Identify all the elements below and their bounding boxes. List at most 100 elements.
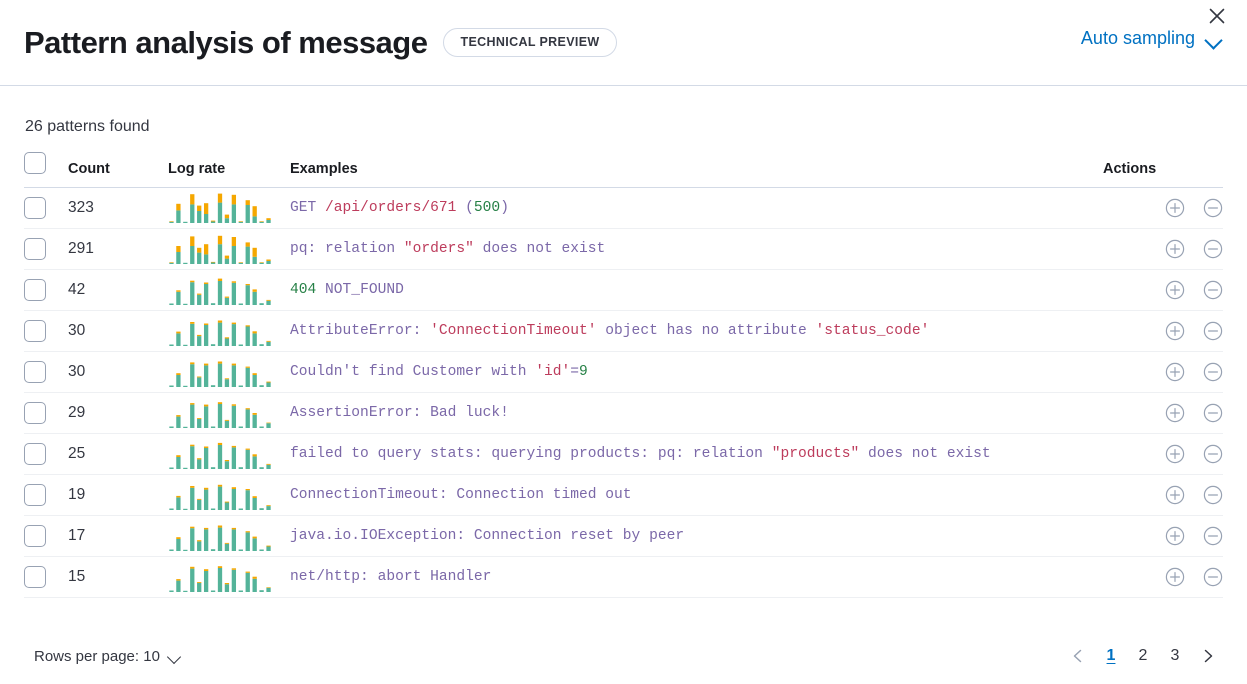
row-example: AssertionError: Bad luck!: [290, 392, 1103, 434]
row-actions: [1103, 515, 1223, 557]
column-header-count[interactable]: Count: [68, 152, 168, 188]
row-select-cell: [24, 228, 68, 270]
minus-in-circle-icon[interactable]: [1203, 280, 1223, 300]
row-example: pq: relation "orders" does not exist: [290, 228, 1103, 270]
plus-in-circle-icon[interactable]: [1165, 198, 1185, 218]
plus-in-circle-icon[interactable]: [1165, 403, 1185, 423]
table-row[interactable]: 17 java.io.IOException: Connection reset …: [24, 515, 1223, 557]
minus-in-circle-icon[interactable]: [1203, 485, 1223, 505]
row-example: java.io.IOException: Connection reset by…: [290, 515, 1103, 557]
plus-in-circle-icon[interactable]: [1165, 567, 1185, 587]
row-checkbox[interactable]: [24, 443, 46, 465]
row-select-cell: [24, 310, 68, 352]
example-token: Couldn't find Customer with: [290, 364, 536, 380]
row-count: 29: [68, 392, 168, 434]
row-checkbox[interactable]: [24, 279, 46, 301]
sampling-control[interactable]: Auto sampling: [1081, 28, 1223, 49]
row-count: 19: [68, 474, 168, 516]
row-log-rate-sparkline: [168, 351, 290, 393]
column-header-examples[interactable]: Examples: [290, 152, 1103, 188]
example-token: 'ConnectionTimeout': [430, 323, 597, 339]
column-header-log-rate[interactable]: Log rate: [168, 152, 290, 188]
row-checkbox[interactable]: [24, 238, 46, 260]
table-row[interactable]: 291 pq: relation "orders" does not exist: [24, 228, 1223, 270]
row-count: 30: [68, 351, 168, 393]
page-title: Pattern analysis of message: [24, 24, 428, 60]
minus-in-circle-icon[interactable]: [1203, 526, 1223, 546]
row-count: 15: [68, 556, 168, 598]
minus-in-circle-icon[interactable]: [1203, 239, 1223, 259]
plus-in-circle-icon[interactable]: [1165, 239, 1185, 259]
minus-in-circle-icon[interactable]: [1203, 321, 1223, 341]
table-header: Count Log rate Examples Actions: [24, 152, 1223, 188]
example-token: 9: [579, 364, 588, 380]
example-token: NOT_FOUND: [316, 282, 404, 298]
row-example: AttributeError: 'ConnectionTimeout' obje…: [290, 310, 1103, 352]
pagination: 1 2 3: [1063, 641, 1223, 671]
plus-in-circle-icon[interactable]: [1165, 526, 1185, 546]
example-token: net/http: abort Handler: [290, 569, 492, 585]
example-token: 404: [290, 282, 317, 298]
auto-sampling-label[interactable]: Auto sampling: [1080, 28, 1195, 48]
close-icon[interactable]: [1203, 2, 1231, 30]
minus-in-circle-icon[interactable]: [1203, 403, 1223, 423]
rows-per-page-selector[interactable]: Rows per page: 10: [24, 648, 182, 665]
row-select-cell: [24, 515, 68, 557]
row-checkbox[interactable]: [24, 566, 46, 588]
row-checkbox[interactable]: [24, 197, 46, 219]
plus-in-circle-icon[interactable]: [1165, 362, 1185, 382]
pagination-page-3[interactable]: 3: [1170, 647, 1180, 664]
row-count: 17: [68, 515, 168, 557]
plus-in-circle-icon[interactable]: [1165, 321, 1185, 341]
minus-in-circle-icon[interactable]: [1203, 444, 1223, 464]
table-row[interactable]: 29 AssertionError: Bad luck!: [24, 392, 1223, 434]
select-all-header: [24, 152, 68, 188]
example-token: 'status_code': [815, 323, 930, 339]
row-select-cell: [24, 269, 68, 311]
row-actions: [1103, 433, 1223, 475]
chevron-left-icon[interactable]: [1063, 641, 1093, 671]
row-count: 291: [68, 228, 168, 270]
minus-in-circle-icon[interactable]: [1203, 567, 1223, 587]
select-all-checkbox[interactable]: [24, 152, 46, 174]
row-checkbox[interactable]: [24, 484, 46, 506]
example-token: ): [500, 200, 509, 216]
plus-in-circle-icon[interactable]: [1165, 280, 1185, 300]
row-log-rate-sparkline: [168, 392, 290, 434]
table-row[interactable]: 15 net/http: abort Handler: [24, 556, 1223, 598]
example-token: java.io.IOException: Connection reset by…: [290, 528, 685, 544]
chevron-down-icon[interactable]: [1205, 30, 1223, 48]
chevron-down-icon[interactable]: [168, 649, 182, 663]
plus-in-circle-icon[interactable]: [1165, 485, 1185, 505]
example-token: 'id': [535, 364, 571, 380]
minus-in-circle-icon[interactable]: [1203, 198, 1223, 218]
row-checkbox[interactable]: [24, 525, 46, 547]
row-log-rate-sparkline: [168, 515, 290, 557]
row-select-cell: [24, 474, 68, 516]
chevron-right-icon[interactable]: [1193, 641, 1223, 671]
row-log-rate-sparkline: [168, 433, 290, 475]
patterns-found-count: 26 patterns found: [25, 118, 150, 135]
pagination-page-2[interactable]: 2: [1138, 647, 1148, 664]
row-actions: [1103, 351, 1223, 393]
plus-in-circle-icon[interactable]: [1165, 444, 1185, 464]
row-actions: [1103, 474, 1223, 516]
row-checkbox[interactable]: [24, 361, 46, 383]
example-token: does not exist: [859, 446, 991, 462]
row-log-rate-sparkline: [168, 474, 290, 516]
row-checkbox[interactable]: [24, 402, 46, 424]
row-actions: [1103, 392, 1223, 434]
minus-in-circle-icon[interactable]: [1203, 362, 1223, 382]
row-actions: [1103, 556, 1223, 598]
example-token: "products": [771, 446, 860, 462]
technical-preview-badge: TECHNICAL PREVIEW: [443, 28, 617, 57]
pagination-page-1[interactable]: 1: [1106, 647, 1116, 664]
row-checkbox[interactable]: [24, 320, 46, 342]
